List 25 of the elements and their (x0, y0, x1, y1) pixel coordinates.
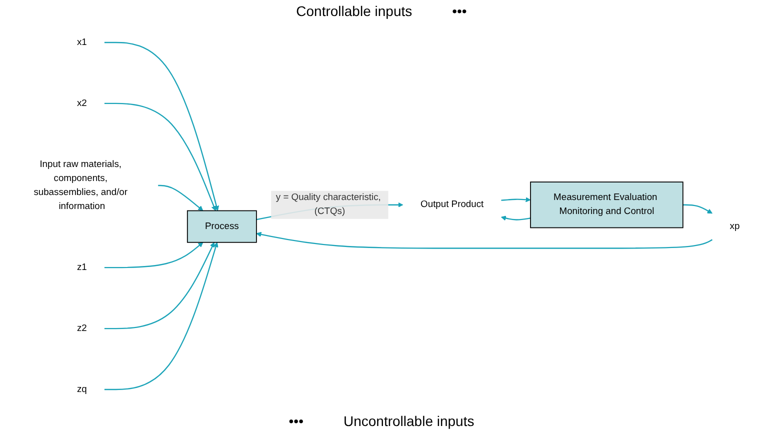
node-box: Process (186, 210, 257, 243)
group-caption: Uncontrollable inputs (343, 413, 474, 429)
node-text: zq (76, 384, 87, 394)
node-text: x1 (76, 37, 87, 48)
group-caption: Controllable inputs (296, 3, 412, 19)
arrow (158, 184, 204, 211)
arrow (500, 216, 531, 221)
arrow (104, 242, 204, 268)
arrow (104, 242, 215, 330)
node-text: xp (730, 221, 740, 232)
arrow (104, 102, 216, 211)
arrow (104, 42, 219, 211)
arrow (104, 242, 218, 390)
arrow (501, 197, 531, 202)
arrow (682, 204, 712, 214)
node-text: z1 (76, 262, 87, 272)
ellipsis-dots: ••• (452, 3, 467, 19)
node-text: z2 (76, 323, 87, 334)
arrow (256, 232, 712, 249)
edge-label: y = Quality characteristic, (CTQs) (276, 192, 381, 217)
node-text: x2 (76, 98, 87, 108)
node-text: Input raw materials, components, subassemblies, and/or information (34, 159, 128, 212)
node-box: Measurement Evaluation Monitoring and Control (530, 182, 684, 228)
ellipsis-dots: ••• (288, 413, 304, 429)
node-text: Output Product (420, 200, 484, 210)
